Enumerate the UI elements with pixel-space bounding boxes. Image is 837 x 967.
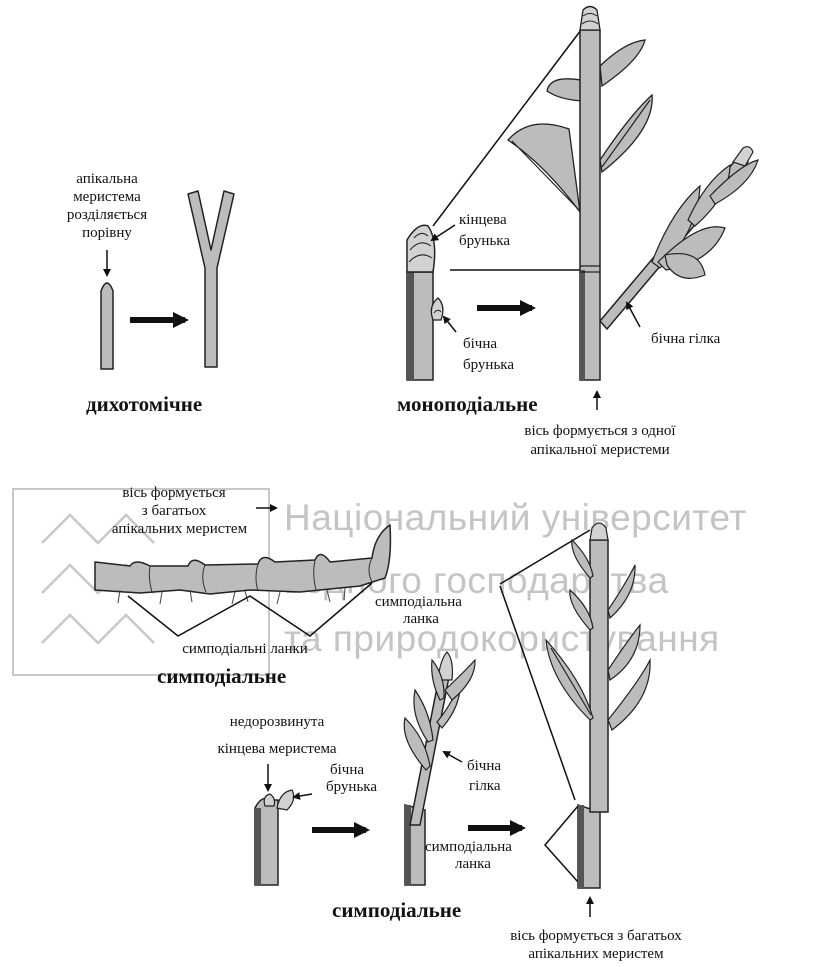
monopodial-lateral-bud-arrow <box>444 317 456 332</box>
lateral-bud-label-line-1: бічна <box>463 335 497 354</box>
sympodial-links-label: симподіальні ланки <box>150 640 340 659</box>
rhizome-axis-note-line-1: вісь формується <box>94 484 254 503</box>
sympodial-large-shoot <box>546 523 650 888</box>
monopodial-small-shoot <box>407 225 443 380</box>
small-shoot-lateral-bud-arrow <box>294 794 312 797</box>
lateral-bud-label-line-2: брунька <box>463 356 514 375</box>
monopodial-lateral-branch <box>600 147 758 329</box>
shoot-sympodial-title: симподіальне <box>332 898 461 923</box>
rhizome-link-label-line-2: ланка <box>403 610 439 629</box>
shoot-axis-note-line-1: вісь формується з багатьох <box>465 927 727 946</box>
rhizome-axis-note-line-2: з багатьох <box>94 502 254 521</box>
sympodial-link-bracket-bottom <box>545 806 578 882</box>
monopodial-main-stem <box>508 7 652 381</box>
dichotomous-caption-line-1: апікальна <box>62 170 152 189</box>
dichotomous-forked-axis <box>188 191 234 367</box>
monopodial-title: моноподіальне <box>397 392 538 417</box>
dichotomous-title: дихотомічне <box>86 392 202 417</box>
small-shoot-lateral-bud-line-2: брунька <box>326 778 377 797</box>
dichotomous-caption-line-4: порівну <box>62 224 152 243</box>
rhizome-sympodial-title: симподіальне <box>157 664 286 689</box>
middle-lateral-branch-arrow <box>444 752 462 762</box>
monopodial-terminal-bud-arrow <box>432 225 455 240</box>
terminal-bud-label-line-1: кінцева <box>459 211 507 230</box>
middle-lateral-branch-line-2: гілка <box>469 777 501 796</box>
rhizome-axis-note-line-3: апікальних меристем <box>82 520 277 539</box>
monopodial-axis-note-line-2: апікальної меристеми <box>480 441 720 460</box>
underdeveloped-meristem-line-2: кінцева меристема <box>188 740 366 759</box>
sympodial-small-shoot <box>255 790 294 885</box>
monopodial-axis-note-line-1: вісь формується з одної <box>480 422 720 441</box>
shoot-link-label-line-2: ланка <box>455 855 491 874</box>
terminal-bud-label-line-2: брунька <box>459 232 510 251</box>
middle-lateral-branch-line-1: бічна <box>467 757 501 776</box>
dichotomous-bud <box>101 283 113 369</box>
underdeveloped-meristem-line-1: недорозвинута <box>192 713 362 732</box>
dichotomous-caption-line-2: меристема <box>62 188 152 207</box>
lateral-branch-arrow <box>627 303 640 327</box>
lateral-branch-label: бічна гілка <box>651 330 720 349</box>
shoot-axis-note-line-2: апікальних меристем <box>465 945 727 964</box>
dichotomous-caption-line-3: розділяється <box>55 206 159 225</box>
sympodial-zoom-line-bottom <box>500 586 575 800</box>
